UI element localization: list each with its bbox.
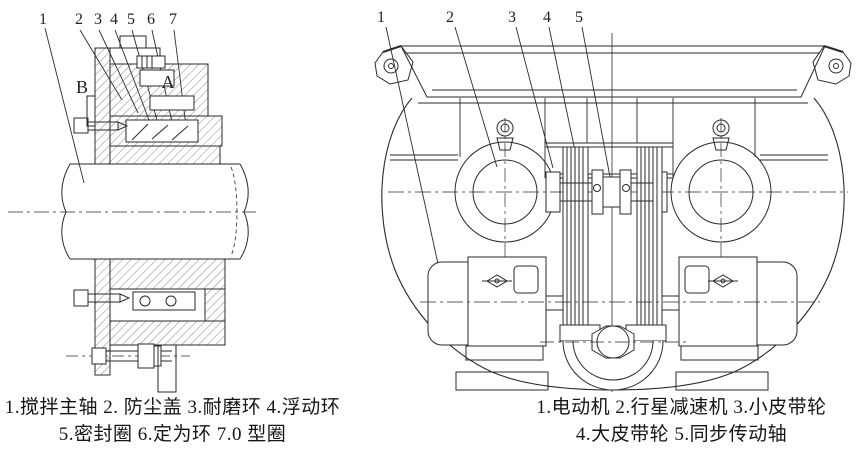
upper-seal-housing bbox=[73, 35, 223, 165]
callout-6: 6 bbox=[147, 11, 155, 28]
right-figure-caption: 1.电动机 2.行星减速机 3.小皮带轮 4.大皮带轮 5.同步传动轴 bbox=[500, 394, 863, 448]
agitator-main-shaft bbox=[8, 163, 256, 260]
belt-pulley-right bbox=[636, 146, 663, 328]
callout-5: 5 bbox=[575, 9, 583, 26]
wear-sleeve bbox=[109, 145, 221, 165]
callout-4: 4 bbox=[543, 9, 551, 26]
right-callout-numbers: 1 2 3 4 5 bbox=[377, 9, 583, 26]
callout-3: 3 bbox=[94, 11, 102, 28]
right-caption-line-1: 1.电动机 2.行星减速机 3.小皮带轮 bbox=[536, 397, 827, 418]
left-figure-seal-section: 1 2 3 4 5 6 7 B A bbox=[8, 11, 256, 393]
side-bolt-lower bbox=[73, 289, 131, 307]
section-label-a: A bbox=[162, 72, 175, 92]
left-callout-numbers: 1 2 3 4 5 6 7 B A bbox=[39, 11, 177, 97]
side-bolt-upper bbox=[73, 117, 129, 134]
left-caption-line-1: 1.搅拌主轴 2. 防尘盖 3.耐磨环 4.浮动环 bbox=[4, 397, 341, 418]
electric-motor-right bbox=[661, 256, 798, 347]
callout-5: 5 bbox=[127, 11, 135, 28]
motor-base-left bbox=[455, 345, 549, 391]
callout-3: 3 bbox=[508, 9, 516, 26]
eye-bolt-left bbox=[496, 119, 514, 151]
lifting-lug-left bbox=[374, 44, 414, 85]
lower-plate bbox=[157, 344, 177, 393]
motor-base-right bbox=[675, 345, 769, 391]
stud bbox=[136, 55, 166, 69]
motor-emblem-right bbox=[708, 274, 738, 288]
lifting-lug-right bbox=[812, 44, 852, 85]
sync-drive-shaft-coupling bbox=[560, 169, 653, 215]
lower-seal-housing bbox=[66, 258, 226, 393]
seal-ring-cavity bbox=[125, 119, 199, 143]
callout-1: 1 bbox=[377, 9, 385, 26]
callout-4: 4 bbox=[110, 11, 118, 28]
left-caption-line-2: 5.密封圈 6.定为环 7.0 型圈 bbox=[58, 424, 287, 445]
callout-1: 1 bbox=[39, 11, 47, 28]
callout-2: 2 bbox=[75, 11, 83, 28]
flange-plate bbox=[86, 47, 111, 376]
top-beam bbox=[374, 44, 852, 98]
electric-motor-left bbox=[427, 256, 564, 347]
right-caption-line-2: 4.大皮带轮 5.同步传动轴 bbox=[575, 424, 788, 445]
bearing-housing-bottom bbox=[540, 324, 686, 391]
callout-7: 7 bbox=[169, 11, 177, 28]
top-bolt bbox=[119, 35, 147, 49]
callout-2: 2 bbox=[446, 9, 454, 26]
motor-emblem-left bbox=[482, 274, 512, 288]
section-label-b: B bbox=[76, 77, 88, 97]
belt-pulley-left bbox=[562, 146, 589, 328]
right-figure-drive-view: 1 2 3 4 5 bbox=[374, 9, 852, 392]
frame-rails bbox=[390, 98, 828, 179]
left-figure-caption: 1.搅拌主轴 2. 防尘盖 3.耐磨环 4.浮动环 5.密封圈 6.定为环 7.… bbox=[0, 394, 345, 448]
eye-bolt-right bbox=[712, 119, 730, 151]
long-stud-bolt bbox=[66, 343, 190, 369]
